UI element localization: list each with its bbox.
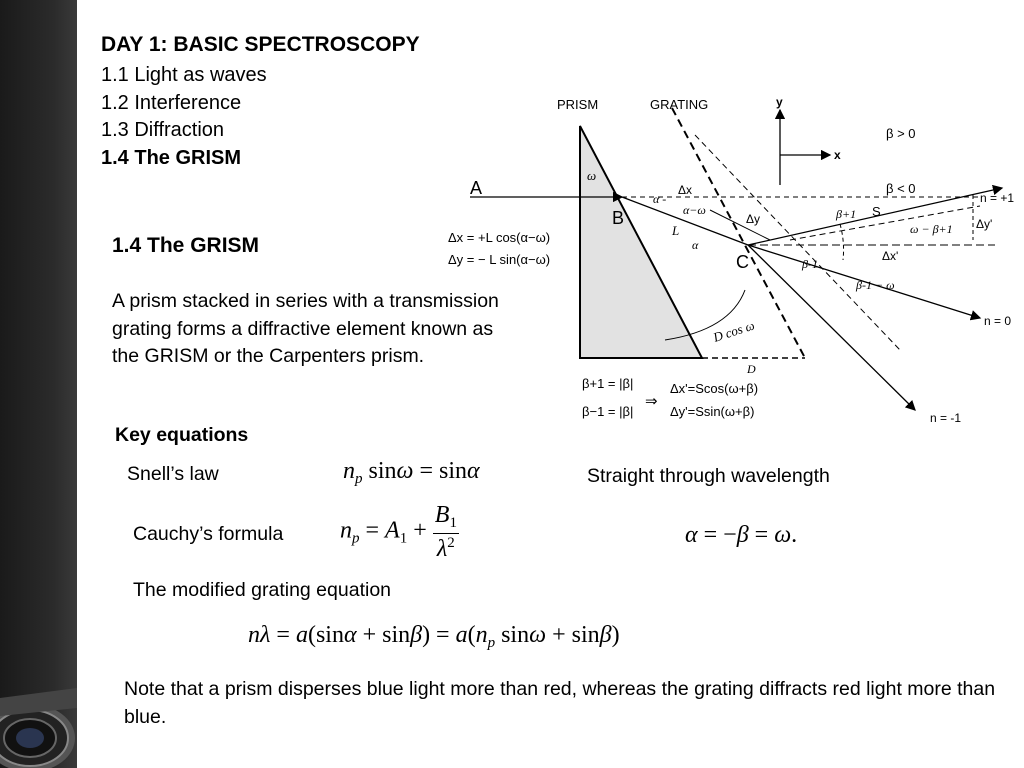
beta-plus1-label: β+1 xyxy=(835,207,856,221)
dy-label: Δy xyxy=(746,212,760,226)
grism-diagram: y x PRISM GRATING A B C β > 0 β < 0 n = … xyxy=(448,95,1014,425)
dyp-equation: Δy'=Ssin(ω+β) xyxy=(670,404,754,419)
straight-through-label: Straight through wavelength xyxy=(587,465,830,487)
cauchy-label: Cauchy’s formula xyxy=(133,523,284,545)
slide-title: DAY 1: BASIC SPECTROSCOPY xyxy=(101,33,420,56)
grating-label: GRATING xyxy=(650,97,708,112)
alpha-omega-label: α−ω xyxy=(683,203,706,217)
table-of-contents: 1.1 Light as waves 1.2 Interference 1.3 … xyxy=(101,62,267,172)
alpha-minus-label: α - xyxy=(653,192,666,206)
dyp-label: Δy' xyxy=(976,217,992,231)
point-a-label: A xyxy=(470,178,482,198)
straight-through-equation: α = −β = ω. xyxy=(685,522,798,548)
snells-law-equation: np sinω = sinα xyxy=(343,458,480,487)
modified-grating-equation: nλ = a(sinα + sinβ) = a(np sinω + sinβ) xyxy=(248,622,620,651)
dxp-label: Δx' xyxy=(882,249,898,263)
implies-symbol: ⇒ xyxy=(645,393,658,410)
alpha-label: α xyxy=(692,238,699,252)
toc-item: 1.1 Light as waves xyxy=(101,64,267,86)
toc-item: 1.3 Diffraction xyxy=(101,119,225,141)
intro-paragraph: A prism stacked in series with a transmi… xyxy=(112,290,499,367)
modified-grating-label: The modified grating equation xyxy=(133,579,392,601)
toc-item: 1.2 Interference xyxy=(101,91,242,114)
l-label: L xyxy=(671,223,679,238)
order-minus1-label: n = -1 xyxy=(930,411,961,425)
note-text: Note that a prism disperses blue light m… xyxy=(124,678,996,728)
dx-equation: Δx = +L cos(α−ω) xyxy=(448,230,550,245)
point-b-label: B xyxy=(612,208,624,228)
toc-item-current: 1.4 The GRISM xyxy=(101,146,242,169)
section-heading: 1.4 The GRISM xyxy=(112,234,260,257)
d-cos-omega-label: D cos ω xyxy=(710,317,756,345)
order-plus1-label: n = +1 xyxy=(980,191,1014,205)
axis-y-label: y xyxy=(776,95,783,109)
order-zero-label: n = 0 xyxy=(984,314,1011,328)
beta-positive-label: β > 0 xyxy=(886,126,916,141)
dx-label: Δx xyxy=(678,183,692,197)
beta-negative-label: β < 0 xyxy=(886,181,916,196)
omega-beta-plus1-label: ω − β+1 xyxy=(910,222,953,236)
d-label: D xyxy=(746,362,756,376)
axis-x-label: x xyxy=(834,148,841,162)
slide-sidebar xyxy=(0,0,77,768)
point-c-label: C xyxy=(736,252,749,272)
key-equations-heading: Key equations xyxy=(115,424,249,446)
snells-law-label: Snell’s law xyxy=(127,463,219,485)
beta-plus1-equation: β+1 = |β| xyxy=(582,376,633,391)
beta-minus1-omega-label: β-1 − ω xyxy=(855,278,895,292)
camera-lens-image xyxy=(0,688,77,768)
dy-equation: Δy = − L sin(α−ω) xyxy=(448,252,550,267)
prism-shape xyxy=(579,125,704,359)
beta-minus1-label: β-1 xyxy=(801,257,818,271)
s-label: S xyxy=(872,204,881,219)
dxp-equation: Δx'=Scos(ω+β) xyxy=(670,381,758,396)
prism-label: PRISM xyxy=(557,97,598,112)
grating-line xyxy=(671,107,806,359)
omega-label: ω xyxy=(587,168,596,183)
beta-minus1-equation: β−1 = |β| xyxy=(582,404,633,419)
